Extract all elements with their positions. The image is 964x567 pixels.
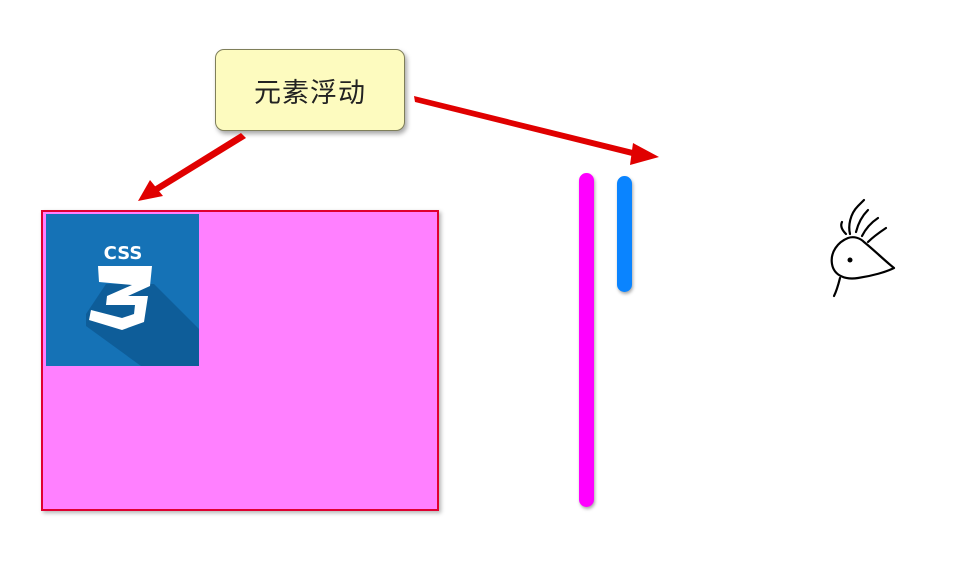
arrow-head-left (138, 180, 163, 201)
magenta-bar (579, 173, 594, 507)
callout-text: 元素浮动 (254, 77, 366, 109)
arrow-to-float-box (154, 133, 246, 192)
float-callout-label: 元素浮动 (215, 49, 405, 131)
doodle-stroke-4 (866, 226, 888, 244)
doodle-stroke-3 (860, 216, 880, 238)
doodle-stroke-2 (854, 208, 870, 234)
blue-bar (617, 176, 632, 292)
css3-logo-icon: CSS (46, 214, 199, 366)
arrow-to-bars (414, 96, 641, 158)
logo-numeral-3 (89, 266, 152, 330)
doodle-tail (832, 276, 842, 298)
doodle-stroke-5 (840, 220, 848, 236)
doodle-outline (830, 236, 896, 280)
doodle-stroke-1 (848, 198, 866, 236)
css3-logo-svg: CSS (86, 243, 199, 366)
logo-css-text: CSS (104, 243, 143, 264)
hand-drawn-eye-doodle-icon (830, 198, 896, 298)
arrow-head-right (630, 143, 659, 165)
doodle-eye-dot (847, 257, 853, 263)
